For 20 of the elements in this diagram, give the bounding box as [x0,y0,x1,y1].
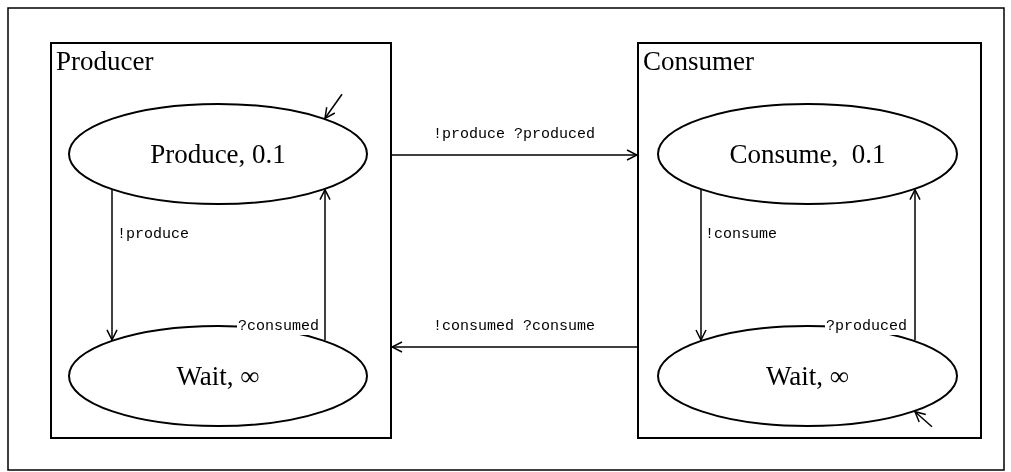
transition-arrow [391,149,638,161]
edge-label: ?produced [825,318,908,335]
state-label: Produce, 0.1 [150,138,286,170]
component-box [637,42,982,439]
transition-arrow [909,188,921,342]
state-label: Wait, ∞ [765,360,850,392]
initial-state-arrow [324,93,343,120]
state-ellipse [657,103,958,205]
transition-arrow [391,341,638,353]
state-ellipse [68,103,368,205]
component-box [50,42,392,439]
transition-arrow [695,189,707,341]
state-label: Consume, 0.1 [729,138,886,170]
edge-label: ?consumed [237,318,320,335]
component-title: Consumer [643,46,754,77]
transition-arrow [319,188,331,342]
component-title: Producer [56,46,154,77]
transition-arrow [106,189,118,341]
initial-state-arrow [914,410,933,428]
state-label: Wait, ∞ [176,360,260,392]
